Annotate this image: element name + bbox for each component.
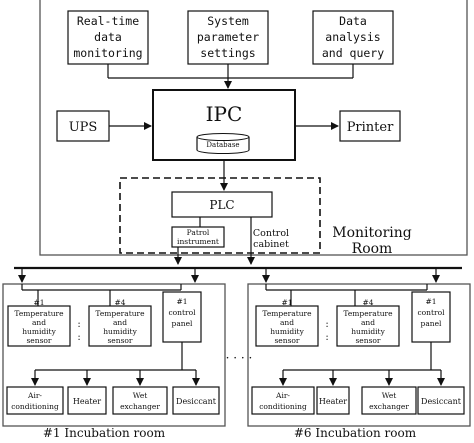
room-caption: #1 Incubation room <box>43 426 166 440</box>
ups-box: UPS <box>56 110 110 142</box>
svg-text:Temperature: Temperature <box>95 309 145 318</box>
svg-text:panel: panel <box>172 319 194 328</box>
svg-text:Data: Data <box>339 14 367 28</box>
control-panel-box: #1 control panel <box>162 291 202 343</box>
svg-text:analysis: analysis <box>325 30 380 44</box>
svg-text:Patrol: Patrol <box>187 228 210 237</box>
svg-text:#1: #1 <box>176 297 187 306</box>
svg-text:sensor: sensor <box>355 336 380 345</box>
heater-box: Heater <box>67 386 107 415</box>
plc-box: PLC <box>171 191 273 218</box>
svg-text:Desiccant: Desiccant <box>176 397 217 406</box>
incubation-room-6: #1 Temperature and humidity sensor : : #… <box>247 283 471 440</box>
control-cabinet-frame <box>119 177 321 254</box>
svg-text:Temperature: Temperature <box>262 309 312 318</box>
svg-text:System: System <box>207 14 249 28</box>
svg-text:UPS: UPS <box>69 120 98 135</box>
svg-text:humidity: humidity <box>22 327 56 336</box>
svg-text:and query: and query <box>322 46 384 60</box>
room-caption: #6 Incubation room <box>294 426 417 440</box>
monitoring-room-label: Monitoring <box>332 225 411 241</box>
svg-text:Temperature: Temperature <box>343 309 393 318</box>
svg-text:Wet: Wet <box>382 391 397 400</box>
svg-text::: : <box>77 332 80 343</box>
svg-text::: : <box>325 319 328 330</box>
sensor-4-box: #4 Temperature and humidity sensor <box>336 298 400 347</box>
svg-text:Heater: Heater <box>73 397 101 406</box>
control-cabinet-label: cabinet <box>253 239 289 250</box>
svg-text:exchanger: exchanger <box>120 402 160 411</box>
system-parameter-settings-box: System parameter settings <box>187 10 269 65</box>
monitoring-room-frame <box>39 0 468 256</box>
patrol-instrument-box: Patrol instrument <box>171 226 225 248</box>
svg-text:humidity: humidity <box>103 327 137 336</box>
svg-text:conditioning: conditioning <box>259 402 307 411</box>
svg-text:and: and <box>361 318 375 327</box>
svg-text:panel: panel <box>421 319 443 328</box>
svg-text:conditioning: conditioning <box>11 402 59 411</box>
svg-text:monitoring: monitoring <box>73 46 142 60</box>
svg-text:control: control <box>417 308 445 317</box>
svg-text:Temperature: Temperature <box>14 309 64 318</box>
ipc-box: IPC Database <box>152 89 296 161</box>
monitoring-room-label: Room <box>352 241 393 257</box>
svg-text:control: control <box>168 308 196 317</box>
svg-text:data: data <box>94 30 122 44</box>
printer-box: Printer <box>339 110 401 142</box>
svg-text::: : <box>77 319 80 330</box>
svg-text:humidity: humidity <box>270 327 304 336</box>
svg-text:#1: #1 <box>281 298 292 307</box>
rooms-ellipsis: · · · · <box>226 351 253 365</box>
heater-box: Heater <box>316 386 350 415</box>
svg-text:and: and <box>113 318 127 327</box>
svg-text:Printer: Printer <box>347 120 394 135</box>
svg-text:#1: #1 <box>425 297 436 306</box>
svg-text:Air-: Air- <box>275 391 290 400</box>
sensor-1-box: #1 Temperature and humidity sensor <box>255 298 319 347</box>
svg-text:settings: settings <box>200 46 255 60</box>
wet-exchanger-box: Wet exchanger <box>361 386 417 415</box>
svg-text:#1: #1 <box>33 298 44 307</box>
svg-text:#4: #4 <box>114 298 125 307</box>
svg-text:Real-time: Real-time <box>77 14 139 28</box>
air-conditioning-box: Air- conditioning <box>251 386 315 415</box>
svg-text:Heater: Heater <box>319 397 347 406</box>
svg-text:Wet: Wet <box>133 391 148 400</box>
svg-text::: : <box>325 332 328 343</box>
data-analysis-query-box: Data analysis and query <box>312 10 394 65</box>
control-panel-box: #1 control panel <box>411 291 451 343</box>
wet-exchanger-box: Wet exchanger <box>112 386 168 415</box>
sensor-1-box: #1 Temperature and humidity sensor <box>7 298 71 347</box>
control-cabinet-label: Control <box>253 228 289 239</box>
svg-text:sensor: sensor <box>107 336 132 345</box>
svg-text:humidity: humidity <box>351 327 385 336</box>
svg-text:and: and <box>280 318 294 327</box>
svg-text:parameter: parameter <box>197 30 259 44</box>
incubation-room-1: #1 Temperature and humidity sensor : : #… <box>2 283 226 440</box>
svg-text:exchanger: exchanger <box>369 402 409 411</box>
svg-text:IPC: IPC <box>206 102 243 126</box>
svg-text:and: and <box>32 318 46 327</box>
svg-text:Air-: Air- <box>27 391 42 400</box>
svg-text:instrument: instrument <box>177 237 219 246</box>
real-time-monitoring-box: Real-time data monitoring <box>67 10 149 65</box>
database-icon: Database <box>206 141 239 149</box>
sensor-4-box: #4 Temperature and humidity sensor <box>88 298 152 347</box>
desiccant-box: Desiccant <box>172 386 220 415</box>
air-conditioning-box: Air- conditioning <box>6 386 64 415</box>
svg-text:PLC: PLC <box>209 198 234 212</box>
svg-text:sensor: sensor <box>26 336 51 345</box>
desiccant-box: Desiccant <box>417 386 465 415</box>
svg-text:sensor: sensor <box>274 336 299 345</box>
svg-text:Desiccant: Desiccant <box>421 397 462 406</box>
svg-text:#4: #4 <box>362 298 373 307</box>
